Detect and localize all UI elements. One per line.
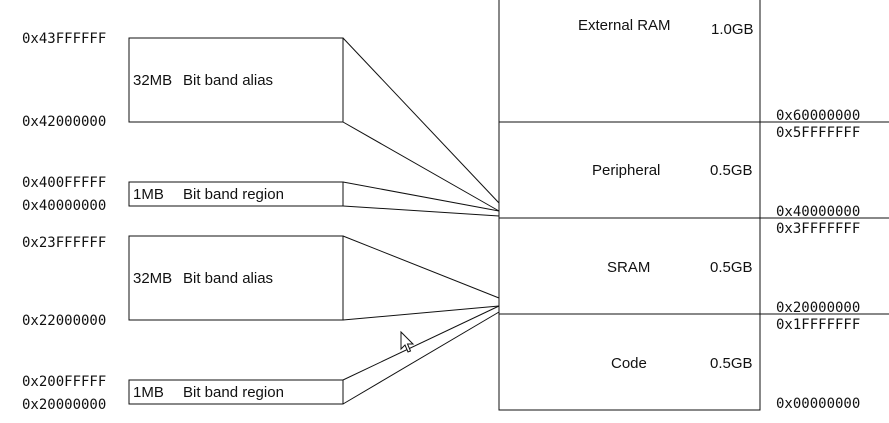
connector-line bbox=[342, 305, 500, 381]
boundary-address: 0x60000000 bbox=[776, 108, 860, 124]
boundary-address: 0x20000000 bbox=[776, 300, 860, 316]
block-top-address: 0x400FFFFF bbox=[22, 175, 106, 191]
block-bottom-address: 0x42000000 bbox=[22, 114, 106, 130]
block-bottom-address: 0x20000000 bbox=[22, 397, 106, 413]
bit-band-region-block bbox=[128, 181, 344, 207]
connector-line bbox=[342, 205, 500, 217]
region-peripheral bbox=[498, 121, 761, 219]
block-bottom-address: 0x22000000 bbox=[22, 313, 106, 329]
block-top-address: 0x43FFFFFF bbox=[22, 31, 106, 47]
boundary-address: 0x00000000 bbox=[776, 396, 860, 412]
block-label: Bit band alias bbox=[183, 72, 273, 89]
connector-line bbox=[342, 311, 500, 405]
mouse-pointer-icon bbox=[400, 330, 415, 353]
memory-column: External RAM 1.0GB Peripheral 0.5GB SRAM… bbox=[498, 0, 889, 411]
bit-band-alias-block bbox=[128, 235, 344, 321]
bit-band-blocks: 0x43FFFFFF 0x42000000 32MB Bit band alia… bbox=[22, 31, 500, 413]
boundary-address: 0x3FFFFFFF bbox=[776, 221, 860, 237]
block-size: 1MB bbox=[133, 186, 164, 203]
block-size: 32MB bbox=[133, 72, 172, 89]
block-bottom-address: 0x40000000 bbox=[22, 198, 106, 214]
block-label: Bit band alias bbox=[183, 270, 273, 287]
region-size: 0.5GB bbox=[710, 355, 753, 372]
region-name: Code bbox=[611, 355, 647, 372]
block-label: Bit band region bbox=[183, 186, 284, 203]
block-top-address: 0x23FFFFFF bbox=[22, 235, 106, 251]
region-external-ram bbox=[498, 0, 761, 124]
connector-line bbox=[342, 181, 500, 212]
block-top-address: 0x200FFFFF bbox=[22, 374, 106, 390]
bit-band-alias-block bbox=[128, 37, 344, 123]
connector-line bbox=[342, 305, 500, 321]
region-name: SRAM bbox=[607, 259, 650, 276]
block-label: Bit band region bbox=[183, 384, 284, 401]
connector-line bbox=[342, 37, 500, 204]
boundary-address: 0x40000000 bbox=[776, 204, 860, 220]
boundary-address: 0x1FFFFFFF bbox=[776, 317, 860, 333]
block-size: 1MB bbox=[133, 384, 164, 401]
region-name: External RAM bbox=[578, 17, 671, 34]
connector-line bbox=[342, 235, 500, 299]
region-code bbox=[498, 313, 761, 411]
bit-band-region-block bbox=[128, 379, 344, 405]
region-size: 0.5GB bbox=[710, 259, 753, 276]
block-size: 32MB bbox=[133, 270, 172, 287]
connector-line bbox=[342, 121, 500, 212]
region-size: 1.0GB bbox=[711, 21, 754, 38]
boundary-address: 0x5FFFFFFF bbox=[776, 125, 860, 141]
boundary-addresses: 0x60000000 0x5FFFFFFF 0x40000000 0x3FFFF… bbox=[776, 108, 860, 412]
region-name: Peripheral bbox=[592, 162, 660, 179]
region-size: 0.5GB bbox=[710, 162, 753, 179]
